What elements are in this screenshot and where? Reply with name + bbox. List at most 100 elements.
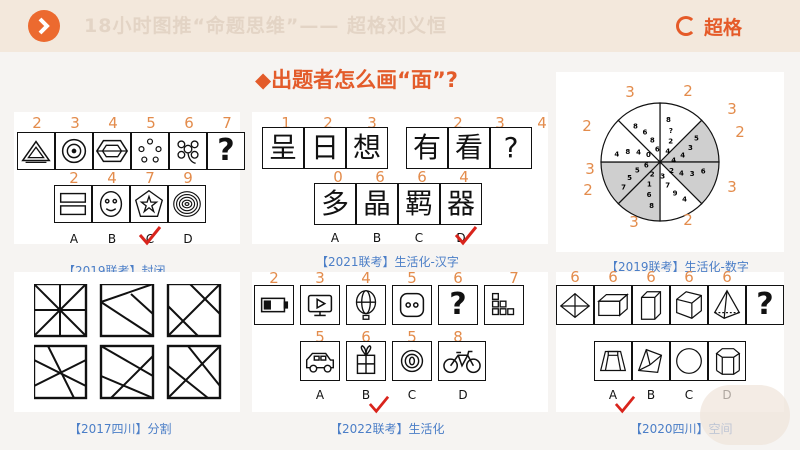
count-number: 4 <box>107 169 117 187</box>
socket-icon <box>399 292 425 318</box>
pentagon-star-icon <box>134 189 164 217</box>
check-icon <box>454 226 478 246</box>
wheel-number: 4 <box>665 147 670 155</box>
triangle-nested-icon <box>21 140 51 162</box>
character-box: 日 <box>304 127 346 169</box>
bicycle-icon <box>443 350 481 374</box>
figure-box <box>708 285 746 325</box>
question-mark: ? <box>217 133 235 168</box>
count-number: 2 <box>453 114 463 132</box>
option-label: B <box>107 232 117 246</box>
check-icon <box>138 226 162 246</box>
option-box-d[interactable] <box>438 341 486 381</box>
character-box: ? <box>490 127 532 169</box>
flower-icon <box>177 140 199 164</box>
header-bar <box>0 0 800 52</box>
question-mark: ? <box>756 287 774 322</box>
chevron-right-icon[interactable] <box>28 10 60 42</box>
count-number: 5 <box>407 328 417 346</box>
wheel-number: 2 <box>669 167 674 175</box>
region-count: 3 <box>625 83 635 101</box>
option-box-c[interactable]: 羁 <box>398 183 440 225</box>
prism-icon <box>599 350 627 372</box>
region-count: 2 <box>683 211 693 229</box>
wheel-number: 2 <box>650 171 655 179</box>
division-square <box>166 284 222 338</box>
count-number: 7 <box>145 169 155 187</box>
option-box-a[interactable] <box>300 341 340 381</box>
count-number: 2 <box>69 169 79 187</box>
region-count: 3 <box>629 213 639 231</box>
count-number: 4 <box>108 114 118 132</box>
count-number: 2 <box>269 269 279 287</box>
option-label: D <box>458 388 468 402</box>
option-box-b[interactable]: 晶 <box>356 183 398 225</box>
option-box-d[interactable]: 器 <box>440 183 482 225</box>
wheel-number: ? <box>669 127 673 135</box>
wheel-number: 3 <box>690 170 695 178</box>
question-mark: ? <box>449 287 467 322</box>
option-box-c[interactable] <box>392 341 432 381</box>
count-number: 6 <box>417 168 427 186</box>
option-box-c[interactable] <box>130 185 168 223</box>
option-label: D <box>183 232 193 246</box>
count-number: 6 <box>375 168 385 186</box>
figure-box: ? <box>207 132 245 170</box>
slide-question: ◆出题者怎么画“面”? <box>255 68 458 92</box>
figure-box: ? <box>438 285 478 325</box>
check-icon <box>368 395 390 414</box>
blocks-icon <box>491 292 515 316</box>
panel-caption: 【2019联考】生活化-数字 <box>606 260 749 274</box>
figure-box <box>93 132 131 170</box>
count-number: 7 <box>222 114 232 132</box>
figure-box <box>556 285 594 325</box>
wheel-number: 4 <box>682 195 687 203</box>
option-box-a[interactable] <box>54 185 92 223</box>
option-label: A <box>608 388 618 402</box>
wheel-number: 7 <box>665 182 670 190</box>
figure-box <box>632 285 670 325</box>
option-box-d[interactable] <box>168 185 206 223</box>
count-number: 4 <box>459 168 469 186</box>
count-number: 3 <box>315 269 325 287</box>
count-number: 6 <box>453 269 463 287</box>
option-label: D <box>456 231 466 245</box>
option-box-c[interactable] <box>670 341 708 381</box>
smiley-icon <box>99 190 123 218</box>
count-number: 6 <box>608 268 618 286</box>
region-count: 2 <box>735 123 745 141</box>
option-box-b[interactable] <box>92 185 130 223</box>
count-number: 6 <box>361 328 371 346</box>
pyramid-icon <box>713 289 741 319</box>
figure-box <box>131 132 169 170</box>
figure-box <box>254 285 294 325</box>
character-box: 有 <box>406 127 448 169</box>
wheel-sector <box>617 102 661 164</box>
region-count: 2 <box>583 181 593 199</box>
option-box-d[interactable] <box>708 341 746 381</box>
mascot-watermark <box>700 385 790 445</box>
wheel-number: 9 <box>673 189 678 197</box>
wheel-number: 7 <box>621 184 626 192</box>
wheel-number: 8 <box>649 202 654 210</box>
option-label: C <box>414 231 424 245</box>
prism-icon <box>715 348 741 375</box>
count-number: 4 <box>361 269 371 287</box>
count-number: 6 <box>646 268 656 286</box>
wheel-number: 6 <box>647 191 652 199</box>
character-box: 看 <box>448 127 490 169</box>
concentric-circle-icon <box>61 138 87 164</box>
count-number: 3 <box>367 114 377 132</box>
option-box-a[interactable]: 多 <box>314 183 356 225</box>
wheel-number: 4 <box>680 151 685 159</box>
wheel-number: 4 <box>679 170 684 178</box>
option-box-b[interactable] <box>632 341 670 381</box>
figure-box <box>346 285 386 325</box>
wheel-number: 3 <box>688 144 693 152</box>
option-box-b[interactable] <box>346 341 386 381</box>
sphere-icon <box>676 348 702 374</box>
figure-box <box>17 132 55 170</box>
option-box-a[interactable] <box>594 341 632 381</box>
count-number: 9 <box>183 169 193 187</box>
figure-box <box>169 132 207 170</box>
